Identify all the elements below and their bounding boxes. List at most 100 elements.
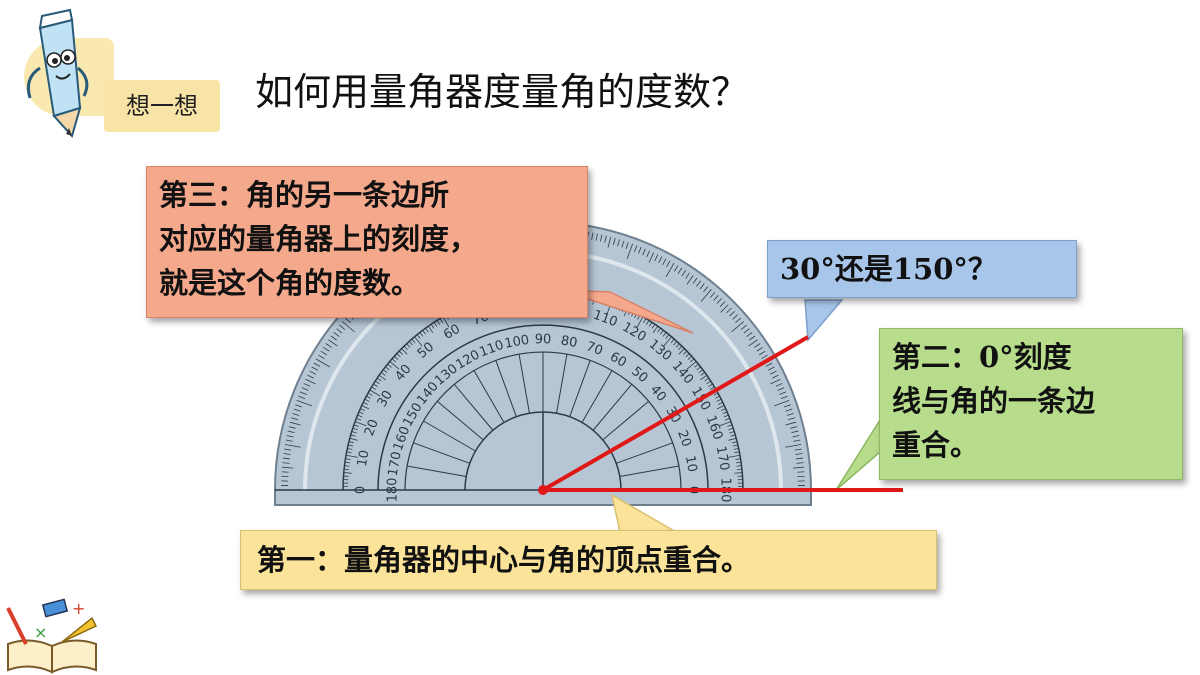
- protractor-tick: [732, 444, 738, 447]
- protractor-tick: [353, 424, 359, 427]
- protractor-tick: [305, 378, 316, 385]
- protractor-tick: [346, 451, 352, 454]
- protractor-tick: [427, 325, 434, 333]
- protractor-tick: [325, 343, 332, 348]
- protractor-tick: [288, 426, 296, 429]
- protractor-tick: [621, 240, 625, 248]
- protractor-tick: [665, 334, 670, 339]
- protractor-tick: [367, 392, 373, 396]
- protractor-tick: [718, 401, 723, 405]
- protractor-tick: [416, 334, 421, 339]
- protractor-tick: [746, 332, 753, 337]
- protractor-tick: [698, 369, 703, 373]
- protractor-tick: [626, 243, 633, 259]
- protractor-tick: [298, 395, 306, 399]
- protractor-tick: [357, 414, 363, 418]
- protractor-tick: [645, 320, 650, 325]
- protractor-tick: [663, 336, 672, 347]
- protractor-tick: [339, 324, 346, 330]
- protractor-tick: [313, 362, 321, 367]
- protractor-tick: [352, 427, 358, 431]
- protractor-tick: [282, 462, 290, 464]
- protractor-spoke: [619, 465, 679, 477]
- protractor-spoke: [592, 383, 633, 431]
- protractor-tick: [793, 466, 805, 469]
- pencil-mascot-icon: [26, 8, 89, 139]
- protractor-tick: [281, 466, 293, 469]
- protractor-spoke: [473, 370, 505, 423]
- protractor-tick: [774, 400, 790, 407]
- protractor-tick: [779, 391, 787, 395]
- protractor-tick: [689, 358, 695, 363]
- protractor-tick: [380, 372, 386, 376]
- protractor-scale-label: 80: [560, 333, 579, 351]
- protractor-tick: [706, 380, 711, 385]
- protractor-tick: [350, 434, 356, 437]
- protractor-tick: [765, 362, 773, 367]
- protractor-tick: [303, 383, 311, 387]
- protractor-tick: [662, 258, 667, 266]
- protractor-tick: [731, 321, 744, 333]
- protractor-tick: [648, 252, 655, 263]
- protractor-tick: [673, 341, 678, 346]
- page-title: 如何用量角器度量角的度数？: [255, 70, 750, 114]
- protractor-scale-label: 10: [682, 455, 700, 474]
- protractor-tick: [788, 417, 795, 421]
- protractor-tick: [783, 404, 791, 408]
- protractor-tick: [795, 453, 803, 455]
- protractor-tick: [373, 383, 378, 388]
- protractor-tick: [634, 245, 638, 253]
- protractor-tick: [743, 328, 750, 334]
- protractor-tick: [387, 363, 392, 368]
- protractor-tick: [720, 408, 726, 412]
- protractor-tick: [344, 468, 350, 471]
- svg-text:+: +: [72, 599, 85, 618]
- protractor-tick: [328, 339, 338, 347]
- protractor-tick: [287, 430, 295, 434]
- protractor-tick: [756, 346, 763, 352]
- angle-vertex: [538, 485, 548, 495]
- angle-second-ray: [542, 335, 810, 492]
- protractor-tick: [736, 465, 742, 467]
- protractor-tick: [793, 439, 801, 442]
- protractor-tick: [677, 267, 683, 274]
- protractor-tick: [383, 369, 388, 373]
- protractor-tick: [670, 338, 675, 344]
- protractor-tick: [311, 366, 319, 371]
- protractor-tick: [376, 377, 382, 382]
- protractor-tick: [694, 363, 699, 368]
- protractor-spoke: [453, 383, 494, 431]
- protractor-tick: [430, 323, 435, 329]
- protractor-tick: [754, 343, 761, 348]
- protractor-tick: [296, 400, 312, 407]
- protractor-arc-3: [377, 324, 709, 491]
- callout-step-three-line-3: 就是这个角的度数。: [159, 266, 421, 300]
- protractor-tick: [786, 413, 794, 416]
- protractor-tick: [394, 355, 399, 360]
- protractor-tick: [785, 408, 793, 412]
- protractor-tick: [442, 316, 450, 328]
- protractor-tick: [595, 233, 598, 241]
- protractor-tick: [785, 444, 802, 448]
- protractor-scale-label: 20: [674, 428, 694, 449]
- protractor-tick: [320, 350, 327, 356]
- protractor-spoke: [569, 360, 591, 417]
- protractor-tick: [354, 421, 367, 427]
- protractor-tick: [293, 408, 301, 412]
- protractor-spoke: [581, 370, 613, 423]
- protractor-scale-label: 180: [386, 478, 401, 503]
- protractor-tick: [728, 437, 737, 441]
- protractor-tick: [643, 318, 647, 324]
- protractor-tick: [686, 361, 697, 370]
- protractor-tick: [780, 395, 788, 399]
- protractor-tick: [657, 327, 661, 333]
- protractor-tick: [777, 387, 785, 391]
- protractor-tick: [436, 320, 441, 325]
- protractor-tick: [625, 242, 629, 250]
- protractor-tick: [791, 430, 799, 434]
- callout-step-one: 第一：量角器的中心与角的顶点重合。: [240, 530, 937, 590]
- protractor-tick: [360, 408, 366, 412]
- protractor-tick: [734, 451, 740, 454]
- protractor-tick: [351, 431, 357, 434]
- protractor-tick: [761, 354, 768, 360]
